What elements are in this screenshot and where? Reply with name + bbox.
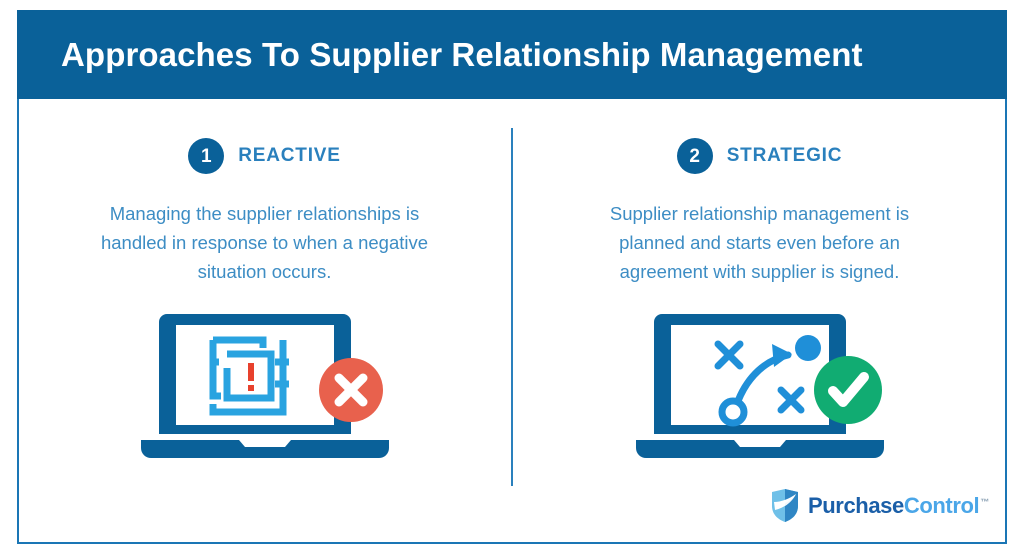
logo-trademark: ™ [980,496,989,507]
shield-icon [772,489,798,522]
x-mark-icon [714,340,743,370]
warning-exclamation-icon [247,363,254,391]
logo-text-purchase: Purchase [808,493,904,518]
laptop-base-shape [635,440,884,458]
laptop-strategy-svg [635,314,884,458]
start-node-icon [718,397,747,427]
column-reactive-heading: 1 REACTIVE [17,135,512,177]
green-check-circle-icon [813,356,882,424]
laptop-base-shape [140,440,389,458]
target-node-icon [794,335,821,361]
page-title: Approaches To Supplier Relationship Mana… [61,35,863,73]
badge-number-2: 2 [676,138,713,174]
header-bar: Approaches To Supplier Relationship Mana… [17,10,1007,99]
logo-text-control: Control [903,493,980,518]
columns-container: 1 REACTIVE Managing the supplier relatio… [17,99,1007,544]
maze-icon [209,336,289,416]
brand-logo: PurchaseControl™ [770,489,989,523]
arrow-head-icon [771,344,792,367]
x-mark-icon [777,386,804,414]
illustration-laptop-maze [17,295,512,480]
strategy-plan-icon [714,335,821,427]
red-x-circle-icon [318,358,383,422]
column-reactive-body: Managing the supplier relationships is h… [100,203,429,282]
column-strategic-body: Supplier relationship management is plan… [609,203,910,282]
column-reactive: 1 REACTIVE Managing the supplier relatio… [17,99,512,544]
laptop-trackpad-notch [733,440,786,447]
badge-number-1: 1 [188,138,225,174]
column-reactive-label: REACTIVE [238,145,341,166]
column-strategic-label: STRATEGIC [726,145,843,166]
column-strategic: 2 STRATEGIC Supplier relationship manage… [512,99,1007,544]
logo-wordmark: PurchaseControl™ [808,495,989,517]
illustration-laptop-strategy [512,295,1007,480]
column-divider [511,128,513,486]
laptop-maze-svg [140,314,389,458]
column-strategic-heading: 2 STRATEGIC [512,135,1007,177]
laptop-trackpad-notch [238,440,291,447]
